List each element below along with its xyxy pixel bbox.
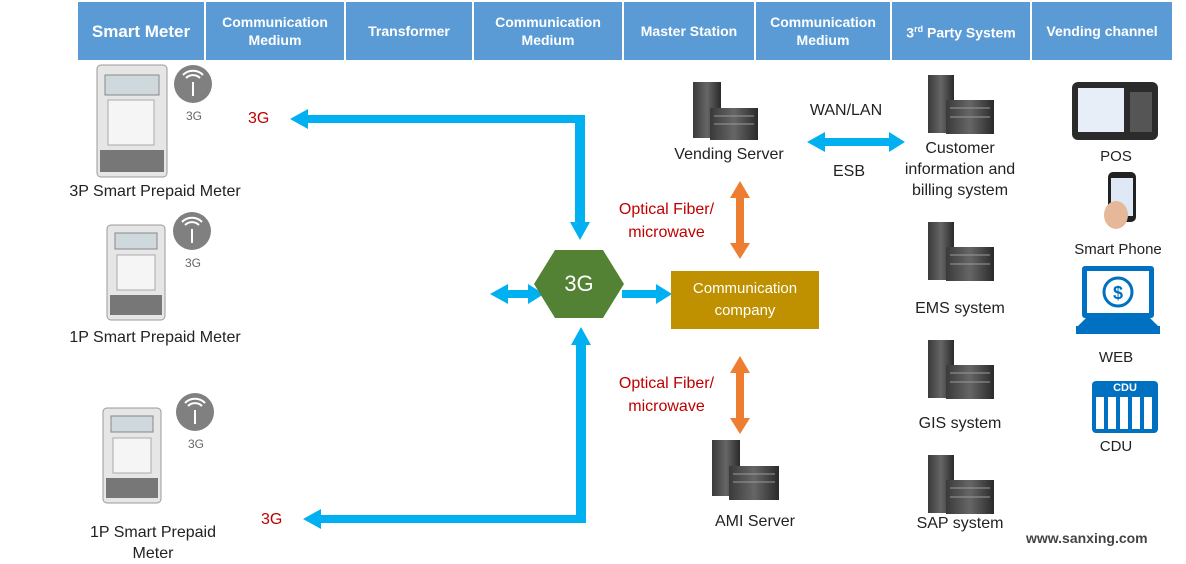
gis-system-label: GIS system: [918, 415, 1002, 432]
pos-terminal-icon: [1072, 82, 1158, 140]
ems-server-icon: [928, 222, 994, 281]
ami-server-label: AMI Server: [714, 513, 795, 530]
header-comm-medium-1: Communication Medium: [206, 2, 346, 60]
svg-text:$: $: [1113, 283, 1123, 303]
signal-icon-3: [176, 393, 214, 431]
arrow-left-double: [490, 284, 544, 304]
header-third-party-label: 3rd Party System: [906, 24, 1016, 41]
communication-company-label: Communication company: [692, 280, 798, 319]
hub-label: 3G: [564, 271, 594, 296]
smartphone-icon: [1104, 172, 1136, 229]
header-comm-medium-2: Communication Medium: [474, 2, 624, 60]
header-transformer: Transformer: [346, 2, 474, 60]
link-label-bottom: 3G: [261, 511, 283, 528]
web-label: WEB: [1098, 349, 1134, 366]
ami-server-icon: [712, 440, 779, 500]
billing-system-label: Customer information and billing system: [904, 140, 1016, 199]
sap-system-label: SAP system: [916, 515, 1004, 532]
sap-server-icon: [928, 455, 994, 514]
header-bar: Smart Meter Communication Medium Transfo…: [78, 2, 1172, 60]
arrow-wan-double: [807, 132, 905, 152]
header-vending-channel: Vending channel: [1046, 23, 1158, 39]
meter-icon-2: [106, 224, 166, 321]
arrow-fiber-top: [730, 181, 750, 259]
signal-badge-2: 3G: [185, 256, 202, 270]
billing-server-icon: [928, 75, 994, 134]
hub-hexagon: [534, 250, 624, 318]
cdu-label: CDU: [1099, 438, 1133, 455]
meter-icon-1: [96, 64, 168, 178]
arrow-bottom-path: [303, 327, 591, 529]
web-monitor-icon: $: [1076, 266, 1160, 334]
signal-badge-3: 3G: [188, 437, 205, 451]
header-smart-meter: Smart Meter: [78, 2, 206, 60]
header-third-party: 3rd Party System: [892, 2, 1032, 60]
pos-label: POS: [1100, 148, 1132, 165]
fiber-label-bottom: Optical Fiber/ microwave: [618, 375, 715, 415]
signal-badge-1: 3G: [186, 109, 203, 123]
signal-icon-2: [173, 212, 211, 250]
gis-server-icon: [928, 340, 994, 399]
communication-company-box: Communication company: [671, 271, 819, 329]
arrow-fiber-bottom: [730, 356, 750, 434]
arrow-hub-to-company: [622, 284, 672, 304]
vending-server-label: Vending Server: [674, 146, 784, 163]
meter-label-3: 1P Smart Prepaid Meter: [90, 524, 216, 562]
arrow-top-path: [290, 109, 590, 240]
header-master-station: Master Station: [624, 2, 756, 60]
ems-system-label: EMS system: [915, 300, 1005, 317]
smartphone-label: Smart Phone: [1074, 241, 1162, 258]
meter-label-1: 3P Smart Prepaid Meter: [69, 183, 241, 200]
esb-label: ESB: [832, 163, 865, 180]
vending-server-icon: [693, 82, 758, 140]
wan-lan-label: WAN/LAN: [809, 102, 883, 119]
header-comm-medium-3: Communication Medium: [756, 2, 892, 60]
meter-icon-3: [102, 407, 162, 504]
cdu-icon-text: CDU: [1113, 382, 1137, 394]
website-footer: www.sanxing.com: [1026, 530, 1148, 546]
signal-icon-1: [174, 65, 212, 103]
meter-label-2: 1P Smart Prepaid Meter: [69, 329, 241, 346]
cdu-icon: [1092, 381, 1158, 433]
fiber-label-top: Optical Fiber/ microwave: [618, 201, 715, 241]
link-label-top: 3G: [248, 110, 270, 127]
